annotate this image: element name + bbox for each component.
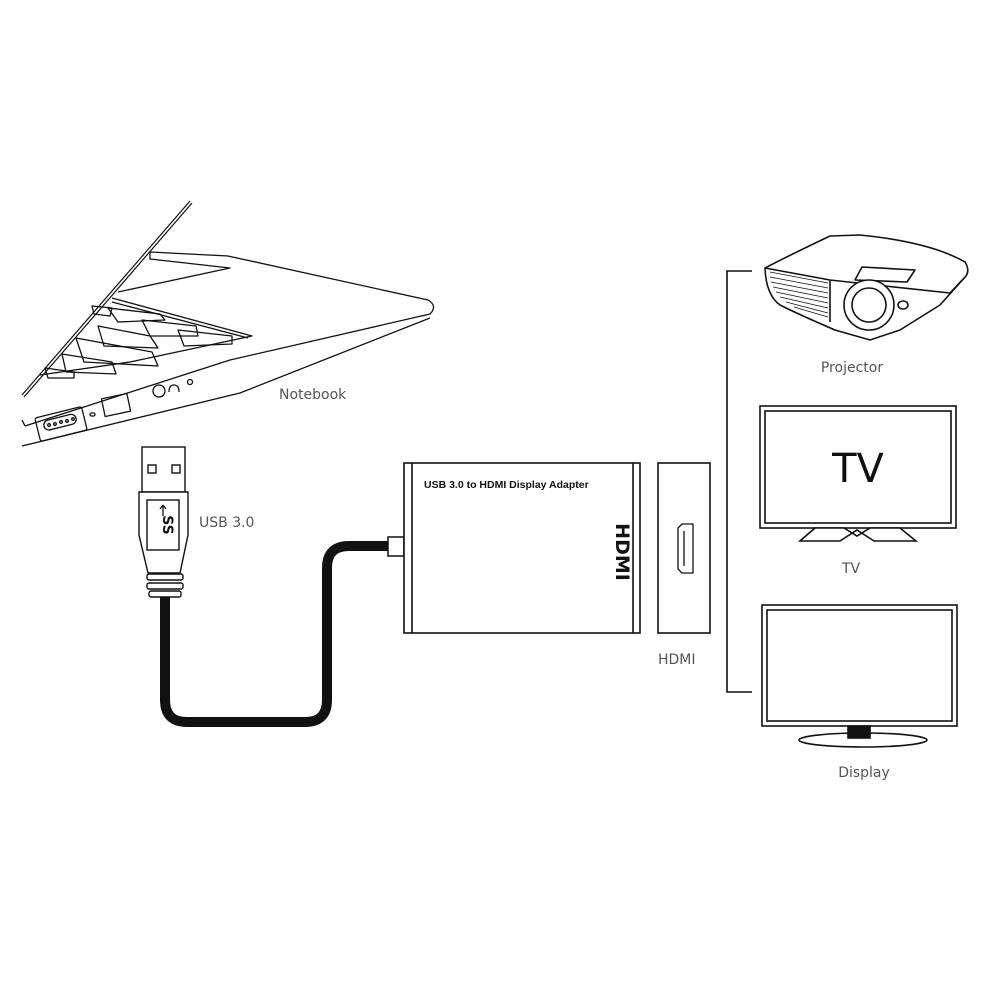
svg-text:SS: SS xyxy=(159,515,175,535)
notebook-illustration xyxy=(21,200,435,447)
projector-label: Projector xyxy=(821,360,883,376)
hdmi-label: HDMI xyxy=(658,652,696,668)
cable-connector xyxy=(387,536,405,557)
notebook-label: Notebook xyxy=(279,387,347,403)
adapter-label: USB 3.0 to HDMI Display Adapter xyxy=(424,479,589,491)
display-icon xyxy=(761,604,958,748)
usb-cable xyxy=(160,541,390,727)
display-label: Display xyxy=(838,765,890,781)
tv-icon xyxy=(759,405,957,542)
tv-screen-text: TV xyxy=(831,446,884,492)
hdmi-port xyxy=(657,462,711,634)
usb-plug xyxy=(138,446,189,598)
hdmi-logo: HDMI xyxy=(611,523,633,581)
tv-label: TV xyxy=(841,561,861,577)
projector-icon xyxy=(764,234,969,341)
adapter-box xyxy=(403,462,641,634)
projector-vent xyxy=(769,271,829,318)
usb-ss-icon: SS xyxy=(159,504,175,535)
output-bracket xyxy=(726,270,752,693)
usb-label: USB 3.0 xyxy=(199,515,254,531)
